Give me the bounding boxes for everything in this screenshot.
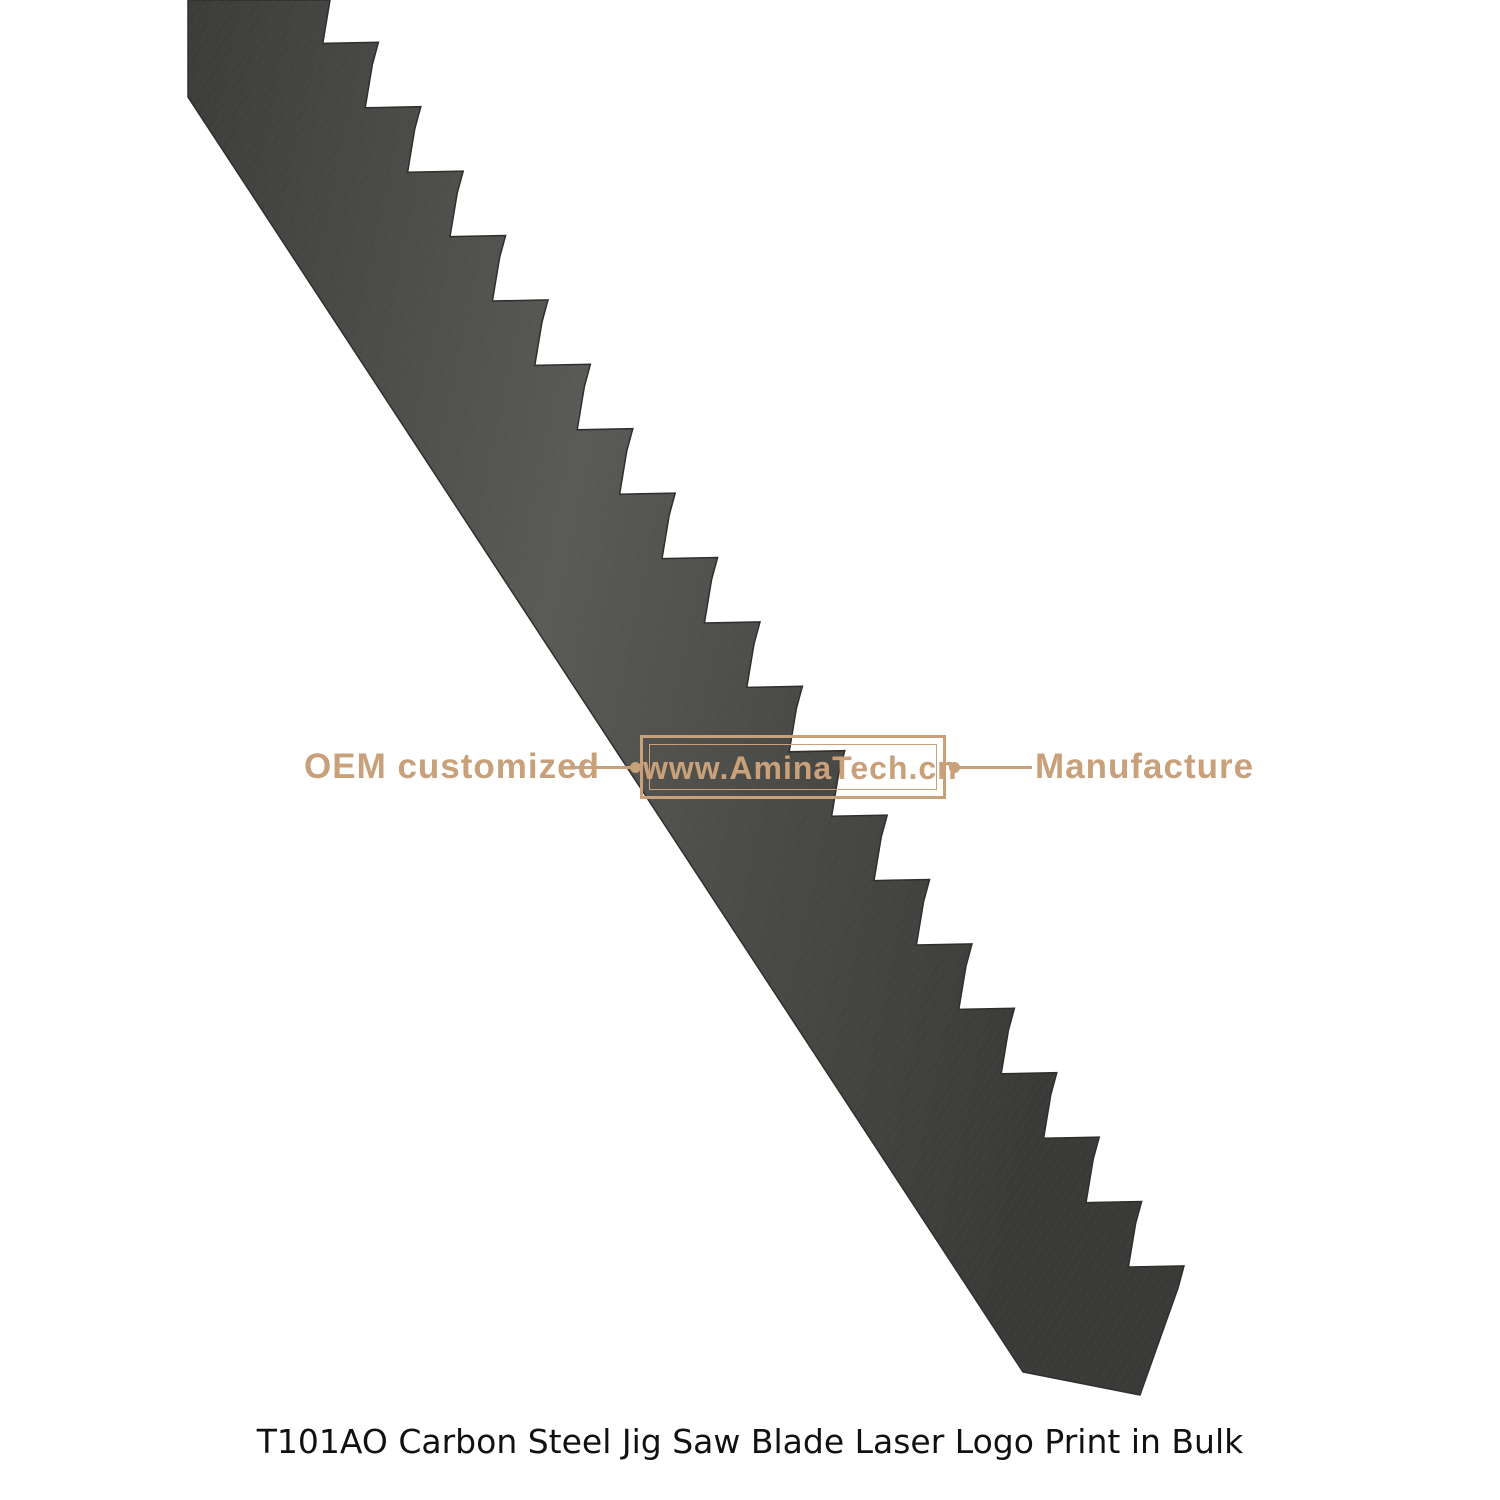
watermark-dot-left — [630, 762, 641, 773]
watermark-dot-right — [949, 762, 960, 773]
watermark-site-box: www.AminaTech.cn — [640, 735, 958, 799]
watermark: OEM customized www.AminaTech.cn Manufact… — [300, 735, 1253, 805]
watermark-right-text: Manufacture — [1035, 747, 1255, 786]
watermark-site-text: www.AminaTech.cn — [643, 750, 958, 786]
blade-body — [187, 0, 1185, 1396]
watermark-site-box-inner — [649, 744, 937, 790]
product-caption: T101AO Carbon Steel Jig Saw Blade Laser … — [256, 1422, 1244, 1461]
watermark-line-left — [564, 766, 636, 769]
watermark-left-text: OEM customized — [304, 747, 600, 786]
watermark-line-right — [956, 766, 1032, 769]
